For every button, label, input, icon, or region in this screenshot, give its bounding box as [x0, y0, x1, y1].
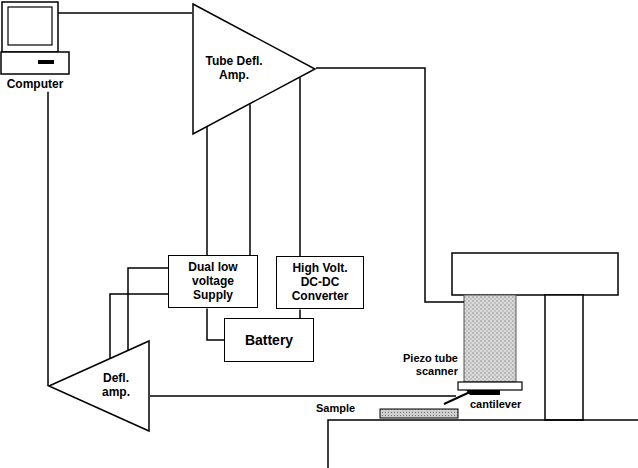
- node-label: Dual low voltage Supply: [173, 261, 253, 302]
- piezo-tube: [464, 295, 516, 382]
- wire-connector: [249, 104, 251, 255]
- wire-connector: [299, 309, 301, 318]
- wire-connector: [207, 308, 224, 340]
- computer-icon: [0, 0, 70, 76]
- computer-base: [1, 52, 69, 74]
- wire-connector: [58, 12, 192, 14]
- node-label: Tube Defl. Amp.: [194, 55, 274, 83]
- label-anchor: Sample: [316, 402, 355, 415]
- cantilever-beam: [444, 392, 470, 404]
- deflection-signal-wire: [150, 395, 456, 397]
- triangle-outline: [192, 3, 316, 135]
- sample-piece: [380, 409, 458, 418]
- converter-box: High Volt. DC-DC Converter: [276, 256, 364, 309]
- battery-box: Battery: [224, 318, 314, 362]
- cantilever-chip: [466, 390, 500, 395]
- amplifier-triangle: Tube Defl. Amp.: [192, 3, 316, 135]
- monitor-screen: [8, 7, 52, 45]
- node-label: High Volt. DC-DC Converter: [281, 262, 359, 303]
- part-label: cantilever: [470, 398, 521, 411]
- amplifier-triangle: Defl. amp.: [48, 340, 150, 432]
- disk-slot: [38, 60, 54, 64]
- node-label: Defl. amp.: [94, 372, 138, 400]
- triangle-outline: [48, 340, 150, 432]
- monitor-case: [2, 2, 58, 52]
- node-label: Computer: [0, 78, 70, 92]
- part-label: Sample: [316, 402, 355, 415]
- label-anchor: Piezo tube scanner: [384, 352, 458, 377]
- label-anchor: cantilever: [470, 398, 521, 411]
- supply-box: Dual low voltage Supply: [168, 255, 258, 308]
- computer-node: Computer: [0, 0, 70, 92]
- triangle-outline: [49, 341, 149, 431]
- wire-connector: [128, 268, 168, 350]
- node-label: Battery: [245, 332, 293, 348]
- part-label: Piezo tube scanner: [384, 352, 458, 377]
- wire-connector: [299, 78, 301, 256]
- scanner-head-block: [452, 253, 618, 295]
- wire-connector: [206, 127, 208, 255]
- triangle-outline: [193, 4, 315, 134]
- wire-connector: [47, 92, 49, 386]
- support-post: [545, 295, 583, 420]
- cantilever-holder: [458, 382, 522, 390]
- base-platform: [328, 420, 638, 468]
